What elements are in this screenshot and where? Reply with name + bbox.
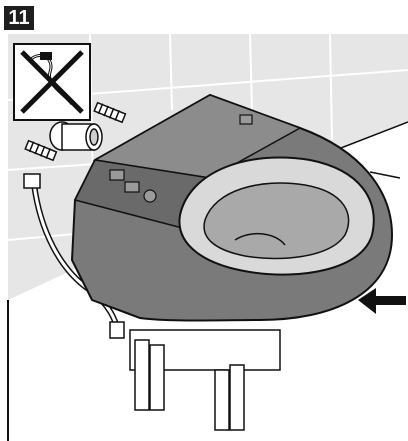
wall-anchor-bolts [24,101,127,162]
water-supply-hose [23,173,125,339]
anchor-bolt [93,101,127,124]
push-arrow-icon [358,288,406,314]
drain-connector [49,121,103,151]
wall-hung-toilet [70,93,401,322]
step-number-badge: 11 [4,6,34,30]
support-stand [129,329,281,431]
no-flexible-hose-icon [13,43,91,121]
anchor-bolt [24,139,58,162]
